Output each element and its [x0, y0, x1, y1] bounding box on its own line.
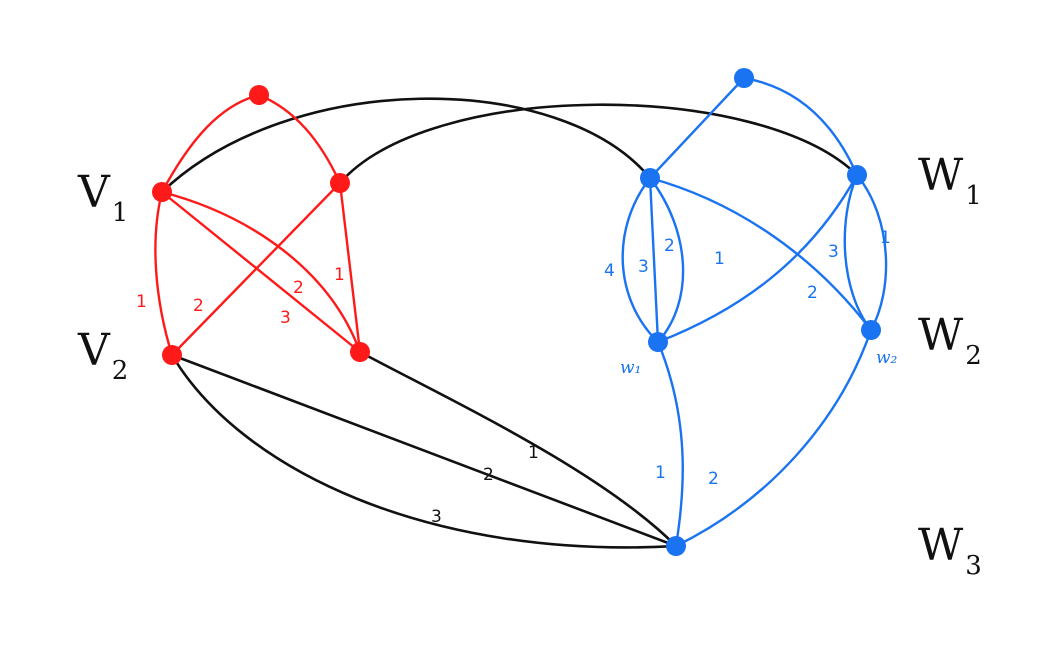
- blue-edge-labels: 4 3 2 1 2 3 1 1 2: [604, 228, 891, 489]
- edge-v1-to-blue-top-left: [161, 97, 651, 193]
- vertex-blue-top: [734, 68, 754, 88]
- label-tl-w1-outer: 4: [604, 261, 615, 281]
- edge-v1-to-v2: [154, 191, 174, 356]
- edge-blue-top-right-to-w2-inner: [843, 174, 872, 331]
- label-tr-w2-outer: 1: [880, 228, 891, 248]
- label-tl-w1-inner: 2: [664, 236, 675, 256]
- label-w2-w3: 2: [708, 469, 719, 489]
- vertex-red-top: [249, 85, 269, 105]
- edge-red-top-right-to-blue-top-right: [339, 103, 858, 184]
- label-tl-w1-straight: 3: [638, 257, 649, 277]
- vertex-label-w1: w₁: [620, 358, 641, 378]
- label-v1-br-lower: 3: [280, 308, 291, 328]
- edge-red-top-right-to-red-bottom-right: [338, 182, 362, 353]
- vertex-red-bottom-right: [350, 342, 370, 362]
- edge-blue-top-to-blue-top-right: [743, 76, 859, 176]
- label-tr-br: 1: [334, 265, 345, 285]
- black-edges: [161, 97, 858, 549]
- label-v1-br-upper: 2: [293, 278, 304, 298]
- vertex-w2: [861, 320, 881, 340]
- vertex-blue-top-left: [640, 168, 660, 188]
- set-label-w3: W3: [918, 520, 982, 581]
- edge-v1-to-red-bottom-right-straight: [161, 191, 361, 353]
- blue-vertices: [640, 68, 881, 556]
- red-edge-labels: 1 2 2 3 1: [136, 265, 345, 328]
- red-edges: [154, 93, 362, 356]
- black-edge-labels: 1 2 3: [431, 443, 539, 527]
- edge-blue-top-left-to-w1-inner: [649, 177, 685, 343]
- vertex-red-v2: [162, 345, 182, 365]
- blue-edges: [621, 76, 888, 548]
- edge-w2-to-w3: [675, 329, 873, 548]
- label-w1-w3: 1: [655, 463, 666, 483]
- label-w1-tr: 1: [714, 249, 725, 269]
- edge-w1-to-blue-top-right: [657, 174, 859, 344]
- vertex-red-v1: [152, 182, 172, 202]
- label-tr-w2-inner: 3: [828, 242, 839, 262]
- vertex-blue-top-right: [847, 165, 867, 185]
- label-br-w3: 1: [528, 443, 539, 463]
- edge-blue-top-left-to-w1-straight: [648, 177, 660, 343]
- edge-blue-top-left-to-w2: [649, 176, 872, 331]
- red-vertices: [152, 85, 370, 365]
- edge-v1-to-red-bottom-right-curve: [161, 190, 362, 353]
- edge-w1-to-w3: [656, 341, 684, 547]
- vertex-red-top-right: [330, 173, 350, 193]
- set-labels: V1 V2 W1 W2 W3: [77, 150, 982, 581]
- label-v2-w3-straight: 2: [483, 465, 494, 485]
- set-label-v2: V2: [77, 325, 128, 386]
- edge-v2-to-w3-curve: [170, 354, 677, 549]
- edge-red-top-to-red-top-right: [258, 93, 342, 184]
- edge-v1-to-red-top: [160, 93, 260, 193]
- label-cross-left: 2: [193, 296, 204, 316]
- label-v2-w3-curve: 3: [431, 507, 442, 527]
- edge-red-bottom-right-to-w3: [359, 350, 677, 547]
- label-v1-v2: 1: [136, 292, 147, 312]
- edge-blue-top-left-to-w1-outer: [621, 177, 659, 343]
- edge-v2-to-w3-straight: [171, 353, 677, 548]
- set-label-w1: W1: [918, 150, 982, 211]
- blue-vertex-labels: w₁ w₂: [620, 348, 898, 378]
- vertex-label-w2: w₂: [876, 348, 898, 368]
- set-label-w2: W2: [918, 310, 982, 371]
- vertex-w1: [648, 332, 668, 352]
- set-label-v1: V1: [77, 167, 128, 228]
- edge-blue-top-right-to-w2-outer: [856, 174, 888, 331]
- label-tl-w2: 2: [807, 283, 818, 303]
- edge-blue-top-left-to-blue-top: [649, 77, 745, 179]
- vertex-w3: [666, 536, 686, 556]
